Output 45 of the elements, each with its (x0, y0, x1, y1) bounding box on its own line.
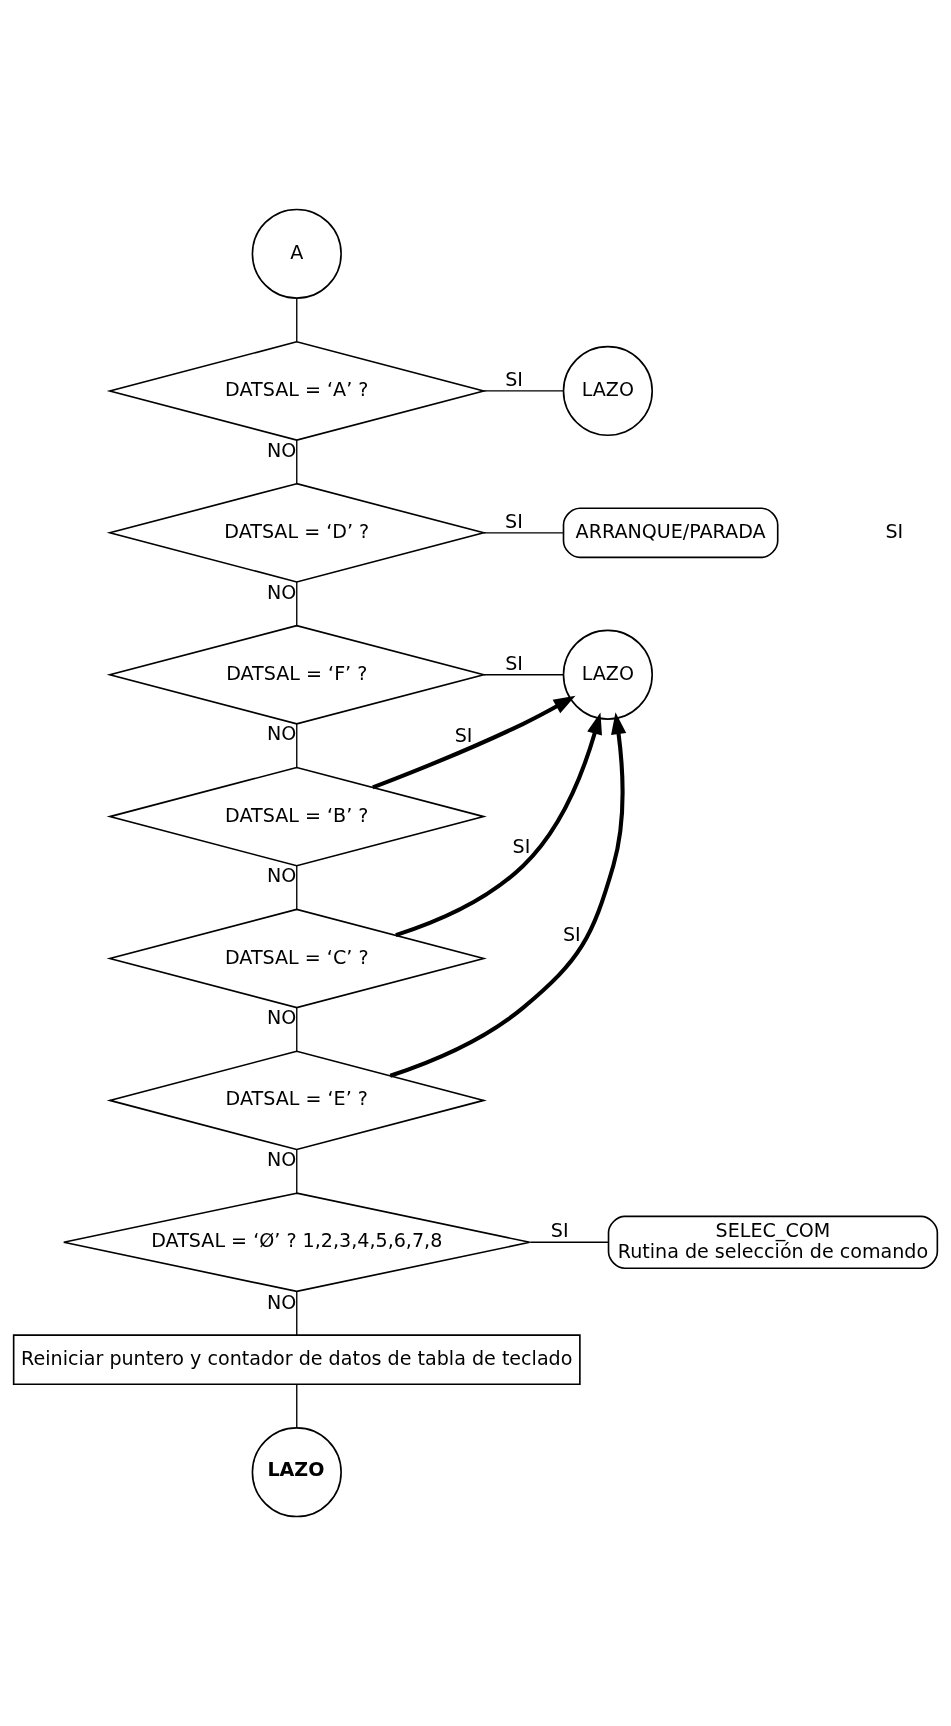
edge-label: NO (267, 864, 297, 888)
connector (296, 439, 298, 485)
node-box: Reiniciar puntero y contador de datos de tabla de teclado (12, 1334, 581, 1385)
edge-label: SI (505, 367, 523, 391)
connector (529, 1241, 610, 1243)
connector (296, 865, 298, 910)
node-circle: LAZO (251, 1427, 342, 1518)
edge-label: NO (267, 1006, 297, 1030)
edge-label: SI (505, 509, 523, 533)
node-box: ARRANQUE/PARADA (562, 507, 779, 559)
arrow (389, 712, 627, 1078)
node-diamond: DATSAL = ‘Ø’ ? 1,2,3,4,5,6,7,8 (62, 1192, 531, 1293)
node-circle: LAZO (562, 629, 653, 720)
connector (483, 532, 564, 534)
edge-label: SI (454, 723, 473, 747)
node-diamond: DATSAL = ‘E’ ? (106, 1050, 487, 1151)
node-diamond: DATSAL = ‘F’ ? (106, 624, 487, 725)
connector (296, 1383, 298, 1429)
connector (296, 1007, 298, 1052)
edge-label: SI (505, 651, 523, 675)
arrow (395, 712, 602, 938)
edge-label: NO (267, 580, 297, 604)
connector (483, 390, 564, 392)
connector (296, 581, 298, 627)
edge-label: SI (550, 1219, 569, 1243)
connector (296, 723, 298, 768)
connector (296, 297, 298, 343)
connector (296, 1290, 298, 1336)
node-diamond: DATSAL = ‘B’ ? (106, 766, 487, 867)
label: SI (885, 519, 904, 543)
node-diamond: DATSAL = ‘C’ ? (106, 908, 487, 1009)
edge-label: NO (267, 1148, 297, 1172)
edge-label: NO (267, 722, 297, 746)
node-circle: LAZO (562, 345, 653, 437)
node-diamond: DATSAL = ‘A’ ? (106, 340, 487, 441)
edge-label: SI (562, 923, 581, 947)
edge-label: SI (512, 834, 531, 858)
connector (483, 674, 564, 676)
edge-label: NO (267, 438, 297, 462)
node-box: SELEC_COM Rutina de selección de comando (607, 1215, 939, 1270)
edge-label: NO (267, 1290, 297, 1314)
connector (296, 1149, 298, 1194)
arrow (372, 695, 576, 790)
node-diamond: DATSAL = ‘D’ ? (106, 482, 487, 583)
node-circle: A (251, 208, 342, 299)
